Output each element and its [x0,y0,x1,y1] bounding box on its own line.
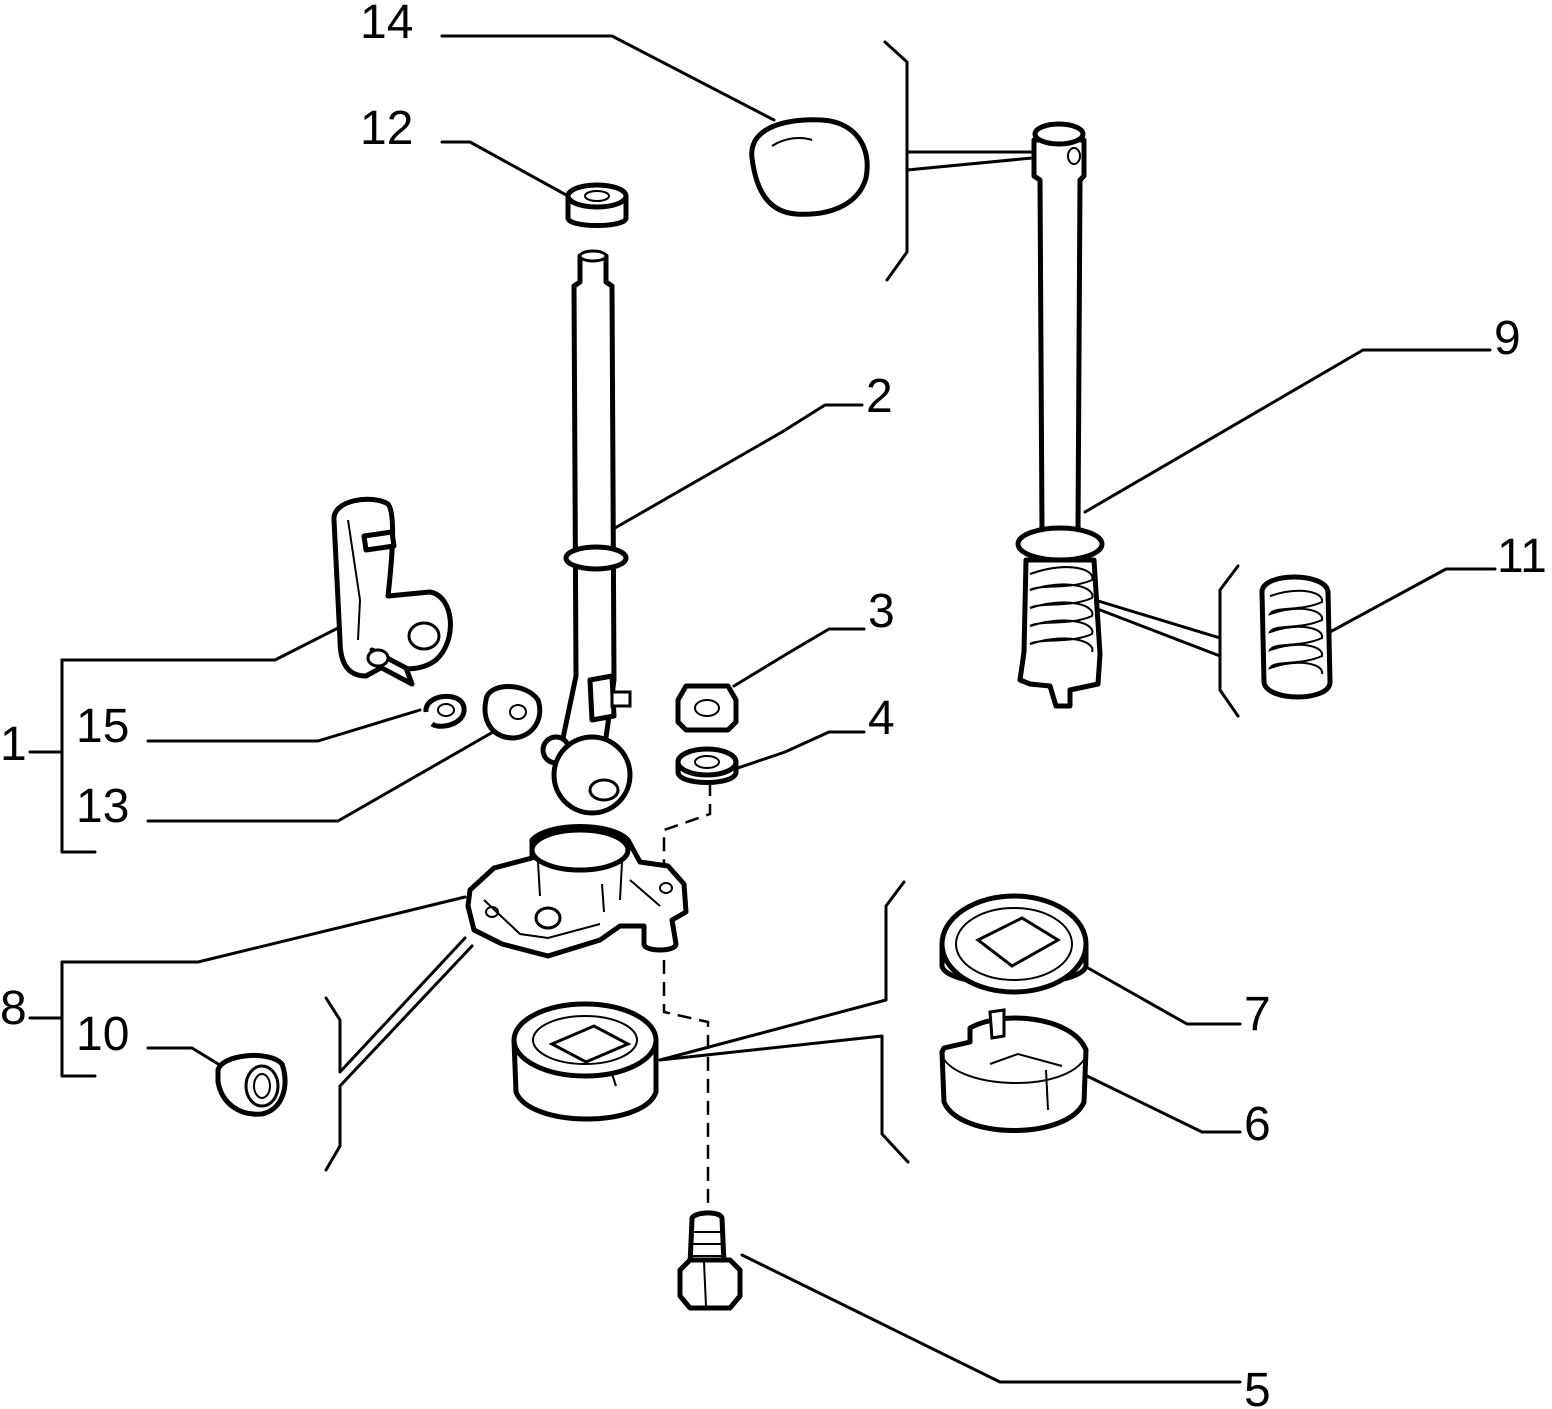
label-13: 13 [76,780,129,833]
label-5: 5 [1244,1364,1271,1409]
label-6: 6 [1244,1098,1271,1151]
label-11: 11 [1497,530,1547,583]
label-1: 1 [0,718,27,771]
cap-part [939,893,1089,995]
small-bush-part [482,684,543,741]
coil-spring-part [1259,574,1333,700]
washer-part [675,746,739,785]
label-14: 14 [360,0,413,49]
socket-part [939,1008,1089,1133]
label-8: 8 [0,982,27,1035]
cap-bush-assembly-part [511,1001,659,1122]
circlip-part [423,693,467,729]
leader-lines [28,34,1497,1384]
selector-lever-part [331,496,453,687]
label-12: 12 [360,102,413,155]
label-9: 9 [1494,312,1521,365]
top-bushing-part [565,182,629,228]
label-10: 10 [76,1008,129,1061]
shifter-base-housing [465,824,689,959]
nut-part [675,683,739,733]
label-7: 7 [1244,988,1271,1041]
gear-lever-rod [540,249,633,816]
label-2: 2 [866,370,893,423]
selector-shaft-part [1015,121,1105,709]
knob-part [749,117,870,217]
bolt-part [677,1210,743,1311]
label-3: 3 [868,585,895,638]
bush-part [215,1052,288,1117]
label-15: 15 [76,700,129,753]
label-4: 4 [868,692,895,745]
